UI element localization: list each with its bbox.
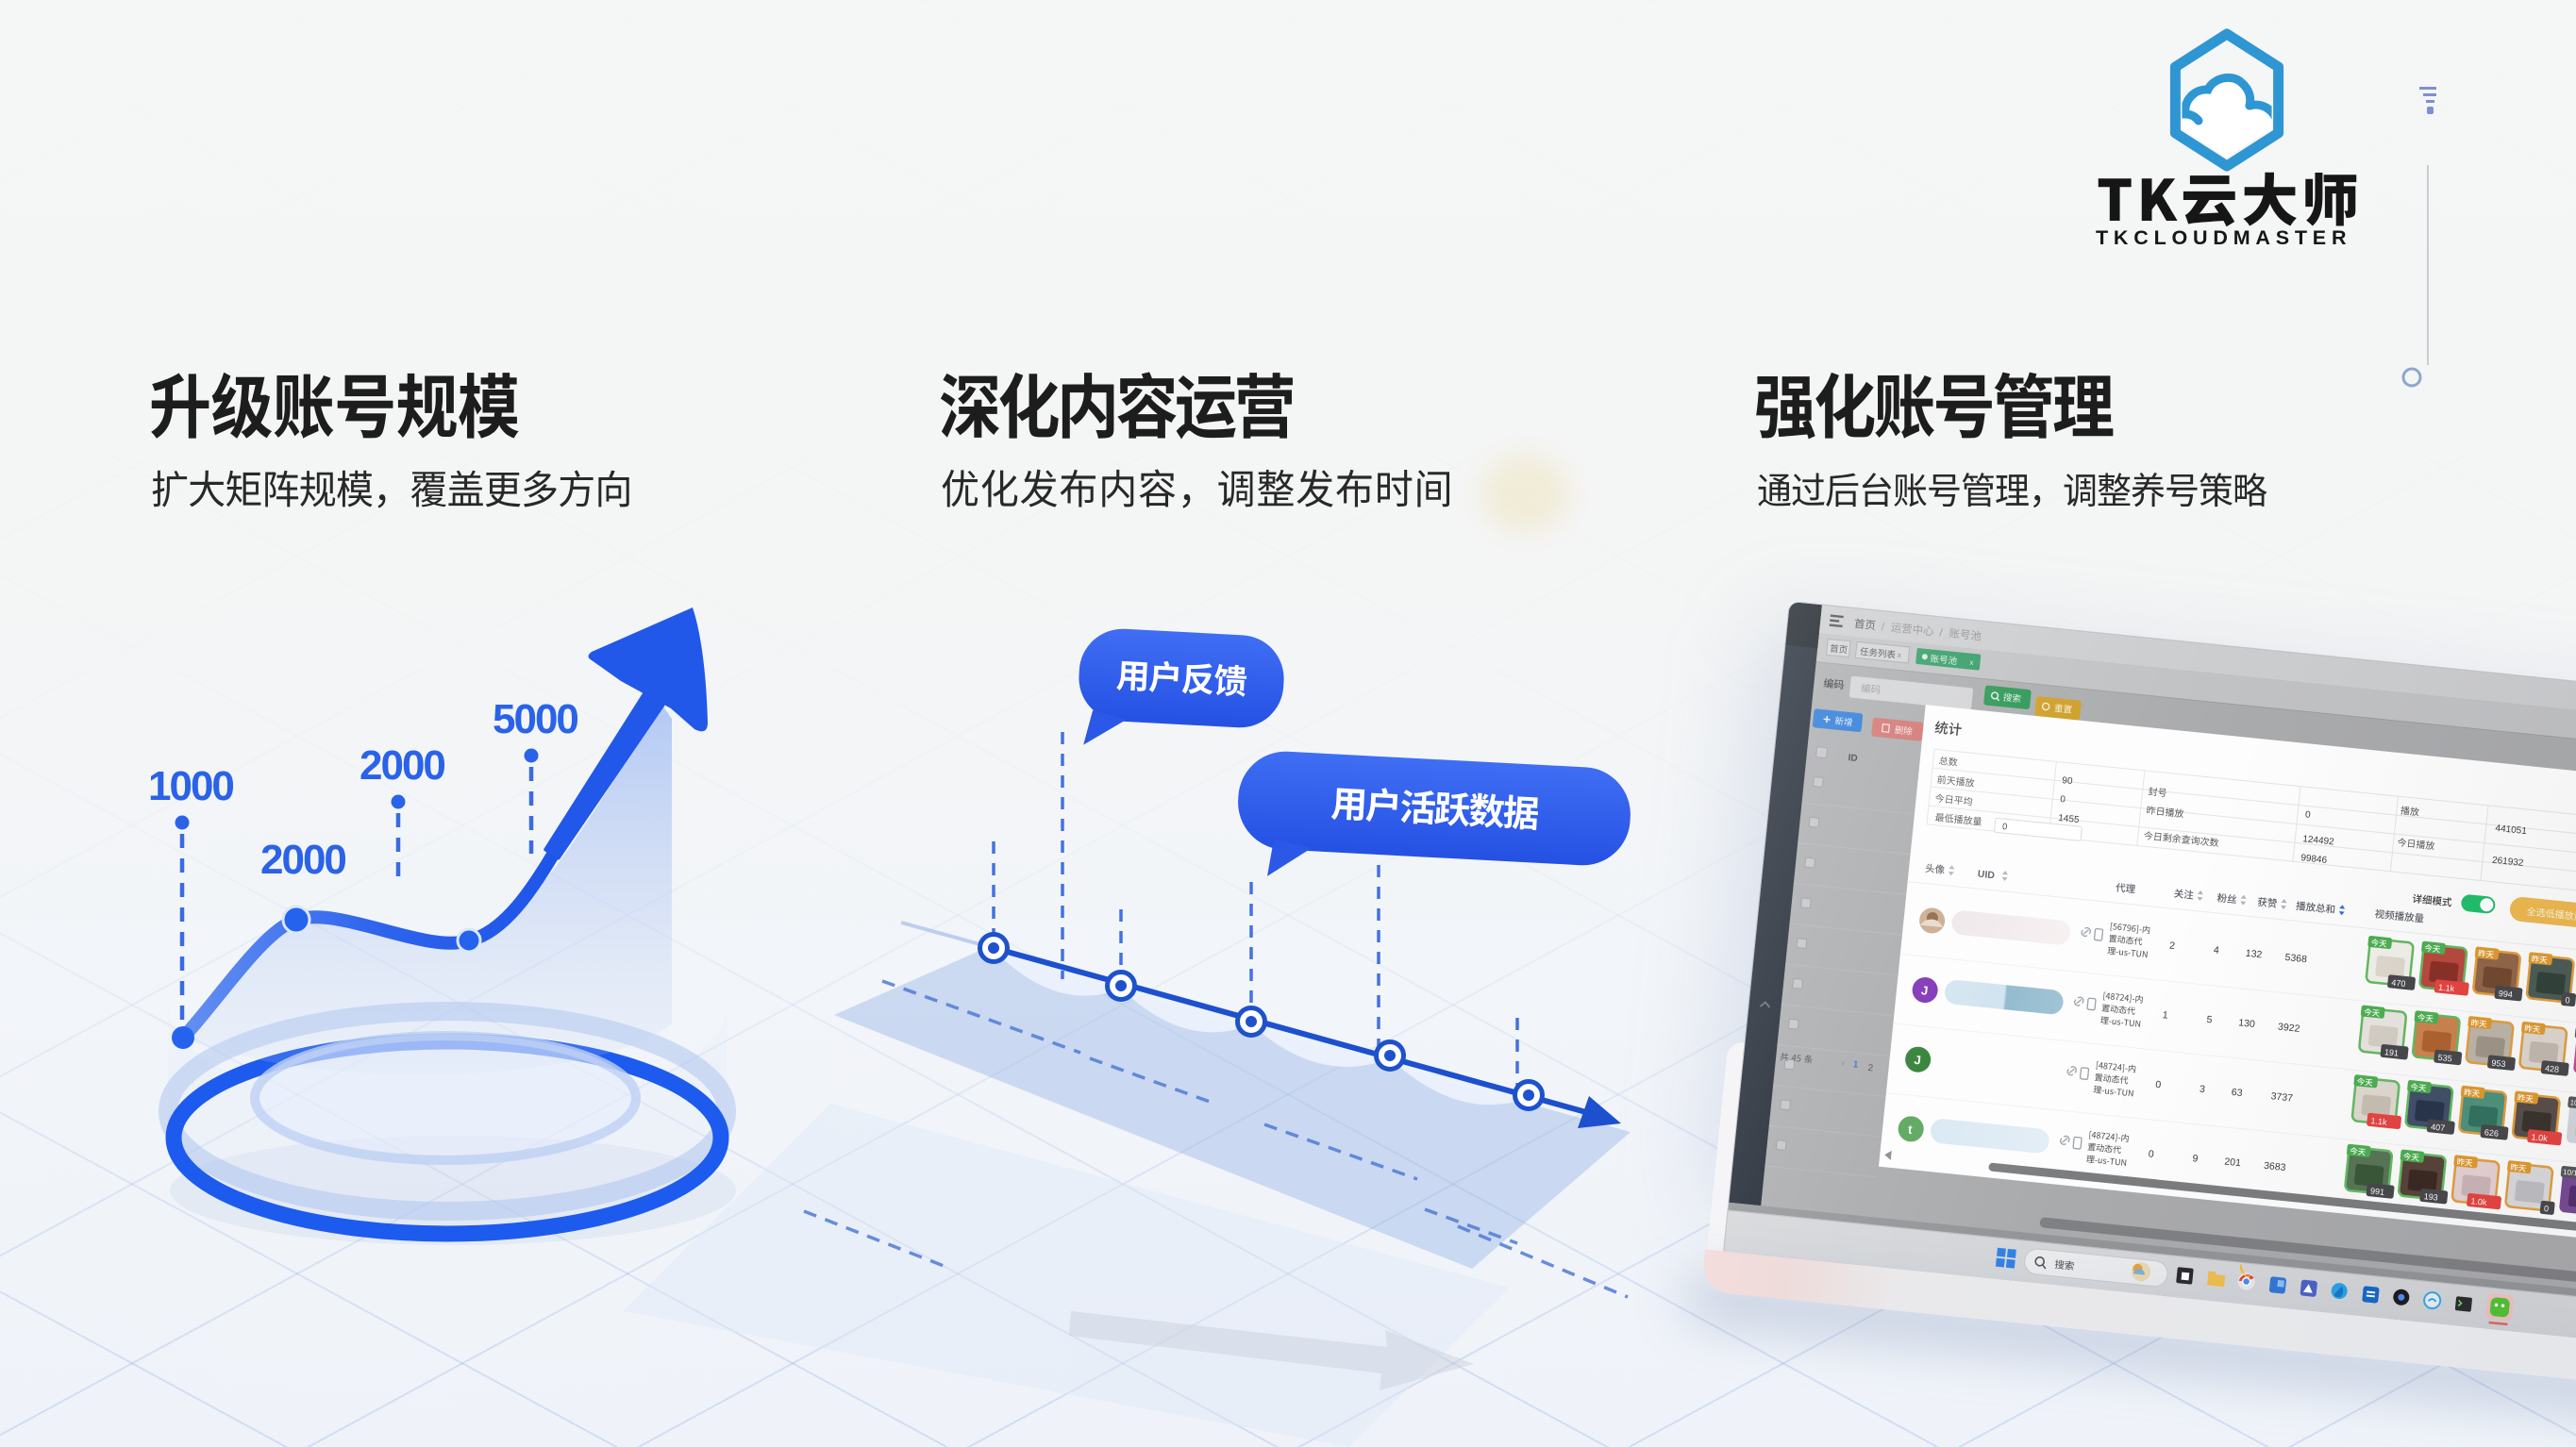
svg-text:x: x [1969,658,1974,667]
svg-text:991: 991 [2370,1186,2385,1196]
svg-text:1: 1 [1852,1059,1859,1071]
svg-text:994: 994 [2498,989,2513,999]
svg-text:/: / [1939,627,1944,639]
svg-text:0: 0 [2060,794,2066,806]
svg-text:1000: 1000 [148,763,233,809]
svg-text:0: 0 [2565,995,2570,1005]
svg-text:90: 90 [2062,775,2074,787]
svg-text:441051: 441051 [2495,823,2528,837]
svg-text:1.0k: 1.0k [2531,1132,2548,1143]
svg-text:407: 407 [2431,1123,2446,1133]
svg-text:‹: ‹ [1841,1058,1845,1069]
svg-text:63: 63 [2231,1087,2243,1099]
svg-text:0: 0 [2155,1079,2162,1091]
svg-text:1: 1 [2162,1009,2168,1022]
svg-text:193: 193 [2423,1191,2438,1202]
svg-text:ID: ID [1848,753,1858,764]
svg-text:0: 0 [2304,809,2311,821]
svg-text:UID: UID [1977,869,1996,882]
svg-text:0: 0 [2001,822,2007,832]
svg-text:535: 535 [2437,1053,2452,1063]
svg-text:124492: 124492 [2302,834,2335,847]
svg-text:3: 3 [2199,1084,2205,1096]
svg-text:191: 191 [2384,1047,2400,1057]
svg-text:1.1k: 1.1k [2438,983,2455,994]
svg-text:3683: 3683 [2264,1160,2287,1173]
svg-text:0: 0 [2544,1204,2550,1213]
svg-text:10/13: 10/13 [2563,1168,2576,1178]
svg-text:2: 2 [2169,940,2176,953]
svg-text:10/13: 10/13 [2569,1098,2576,1108]
svg-text:1.1k: 1.1k [2370,1116,2387,1127]
svg-text:2000: 2000 [260,837,345,883]
svg-text:4: 4 [2213,944,2219,956]
svg-text:2000: 2000 [360,742,444,789]
svg-text:/: / [1881,622,1885,633]
svg-text:J: J [1914,1053,1922,1068]
svg-text:470: 470 [2391,978,2406,989]
svg-text:261932: 261932 [2492,856,2525,869]
svg-text:5: 5 [2206,1014,2213,1026]
svg-text:130: 130 [2238,1017,2256,1030]
svg-text:2: 2 [1867,1063,1874,1074]
svg-text:1455: 1455 [2058,813,2081,825]
svg-text:428: 428 [2545,1063,2560,1073]
svg-text:201: 201 [2224,1156,2242,1170]
svg-text:5368: 5368 [2284,952,2308,965]
svg-text:953: 953 [2491,1058,2506,1069]
svg-text:3922: 3922 [2278,1022,2301,1035]
svg-text:0: 0 [2148,1148,2154,1160]
svg-text:5000: 5000 [493,696,577,742]
svg-text:9: 9 [2192,1153,2199,1165]
svg-text:132: 132 [2245,948,2263,961]
svg-text:1.0k: 1.0k [2470,1196,2487,1207]
svg-text:x: x [1897,651,1901,659]
svg-text:99846: 99846 [2300,853,2328,866]
svg-text:3737: 3737 [2270,1090,2294,1104]
svg-text:626: 626 [2484,1127,2499,1138]
svg-text:J: J [1920,983,1929,998]
svg-text:t: t [1907,1123,1913,1137]
